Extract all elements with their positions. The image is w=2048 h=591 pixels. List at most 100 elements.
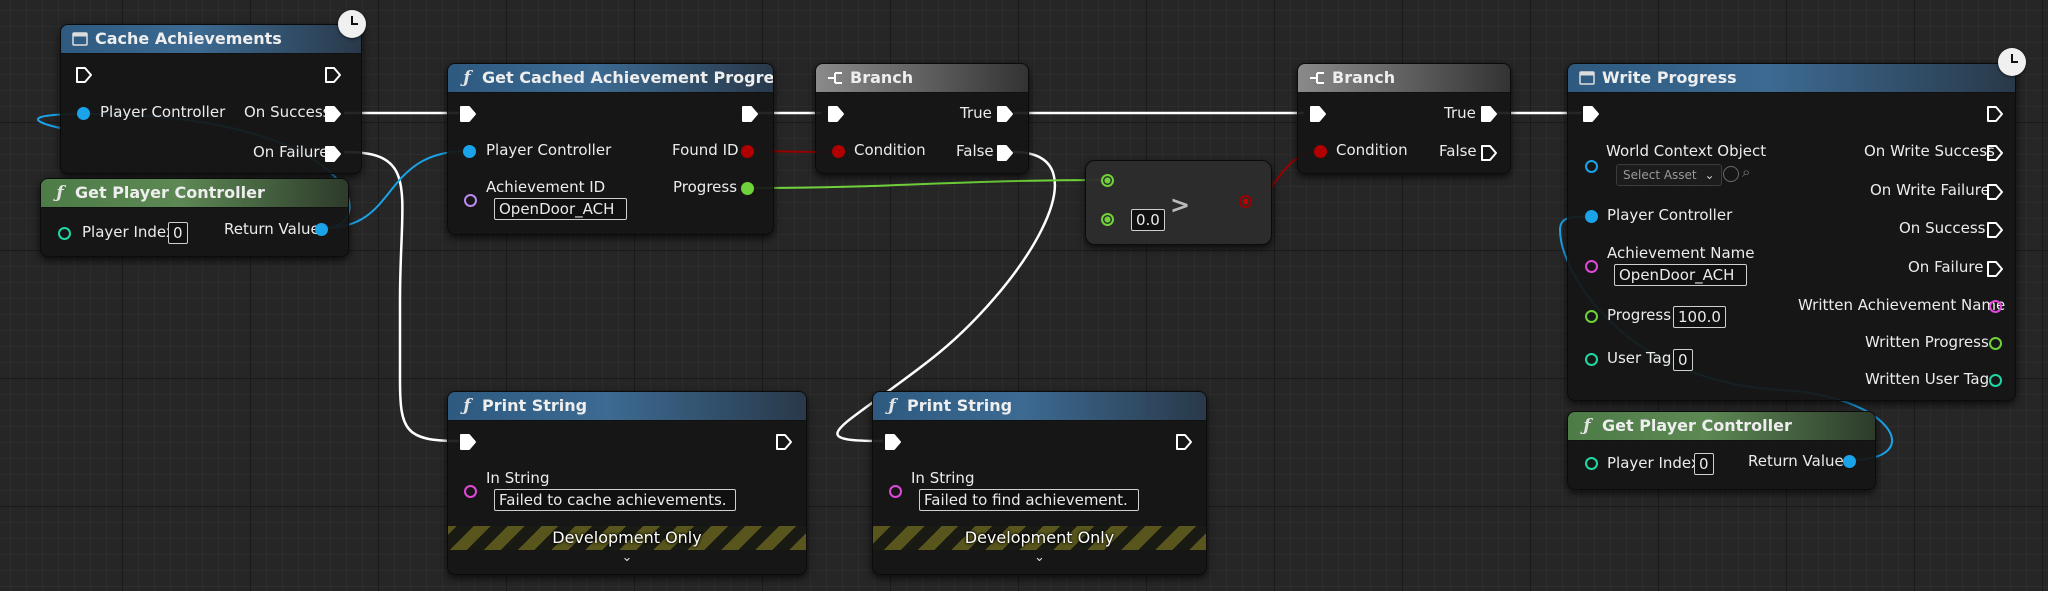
- in-string-pin[interactable]: [889, 485, 902, 498]
- written-achievement-name-pin[interactable]: [1989, 300, 2002, 313]
- exec-out-pin[interactable]: [324, 66, 342, 84]
- browse-asset-icon[interactable]: ⌕: [1742, 163, 1751, 181]
- node-header: ƒ Get Cached Achievement Progress: [448, 64, 773, 93]
- in-string-input[interactable]: Failed to find achievement.: [919, 489, 1139, 511]
- player-controller-pin[interactable]: [463, 145, 476, 158]
- true-exec-pin[interactable]: [996, 105, 1014, 123]
- achievement-id-input[interactable]: OpenDoor_ACH: [494, 198, 627, 220]
- player-controller-pin[interactable]: [1585, 210, 1598, 223]
- on-success-pin[interactable]: [1986, 221, 2004, 239]
- function-icon: ƒ: [463, 396, 471, 416]
- b-input-pin[interactable]: [1101, 213, 1114, 226]
- cache-achievements-node[interactable]: Cache Achievements Player Controller On …: [60, 24, 362, 174]
- on-write-failure-pin[interactable]: [1986, 183, 2004, 201]
- node-title: Get Player Controller: [1602, 416, 1792, 435]
- greater-than-node[interactable]: 0.0 >: [1085, 160, 1272, 245]
- written-progress-label: Written Progress: [1865, 333, 1989, 351]
- float-wire-progress-to-greater: [746, 179, 1109, 189]
- written-progress-pin[interactable]: [1989, 337, 2002, 350]
- node-title: Cache Achievements: [95, 29, 282, 48]
- false-exec-pin[interactable]: [996, 144, 1014, 162]
- found-id-pin[interactable]: [741, 145, 754, 158]
- node-header: ƒ Print String: [448, 392, 806, 421]
- return-value-label: Return Value: [1748, 452, 1844, 470]
- get-player-controller-node[interactable]: ƒ Get Player Controller Player Index 0 R…: [40, 178, 349, 257]
- exec-in-pin[interactable]: [1582, 105, 1600, 123]
- condition-label: Condition: [854, 141, 926, 159]
- false-exec-pin[interactable]: [1480, 144, 1498, 162]
- progress-pin[interactable]: [741, 182, 754, 195]
- return-value-pin[interactable]: [1843, 455, 1856, 468]
- select-asset-dropdown[interactable]: Select Asset ⌄: [1616, 164, 1722, 186]
- development-only-label: Development Only: [552, 528, 702, 547]
- exec-in-pin[interactable]: [827, 105, 845, 123]
- user-tag-input[interactable]: 0: [1673, 349, 1693, 371]
- a-input-pin[interactable]: [1101, 174, 1114, 187]
- written-achievement-name-label: Written Achievement Name: [1798, 296, 2006, 314]
- get-player-controller-node-2[interactable]: ƒ Get Player Controller Player Index 0 R…: [1567, 411, 1876, 490]
- exec-out-pin[interactable]: [1986, 105, 2004, 123]
- exec-in-pin[interactable]: [459, 433, 477, 451]
- player-index-pin[interactable]: [1585, 457, 1598, 470]
- written-user-tag-label: Written User Tag: [1865, 370, 1990, 388]
- node-title: Branch: [1332, 68, 1396, 87]
- false-label: False: [956, 142, 994, 160]
- print-string-node[interactable]: ƒ Print String In String Failed to cache…: [447, 391, 807, 575]
- on-write-success-pin[interactable]: [1986, 144, 2004, 162]
- write-progress-node[interactable]: Write Progress World Context Object Sele…: [1567, 63, 2016, 401]
- on-failure-pin[interactable]: [1986, 260, 2004, 278]
- achievement-id-pin[interactable]: [464, 194, 477, 207]
- on-write-success-label: On Write Success: [1864, 142, 1995, 160]
- achievement-name-label: Achievement Name: [1607, 244, 1755, 262]
- player-controller-pin[interactable]: [77, 107, 90, 120]
- exec-in-pin[interactable]: [884, 433, 902, 451]
- b-value-input[interactable]: 0.0: [1131, 209, 1165, 231]
- progress-pin[interactable]: [1585, 310, 1598, 323]
- use-selected-asset-icon[interactable]: [1723, 166, 1739, 182]
- print-string-node-2[interactable]: ƒ Print String In String Failed to find …: [872, 391, 1207, 575]
- in-string-label: In String: [911, 469, 975, 487]
- on-success-exec-pin[interactable]: [324, 105, 342, 123]
- node-title: Write Progress: [1602, 68, 1737, 87]
- development-only-label: Development Only: [964, 528, 1115, 547]
- on-failure-label: On Failure: [253, 143, 329, 161]
- node-header: Cache Achievements: [61, 25, 361, 54]
- exec-out-pin[interactable]: [741, 105, 759, 123]
- exec-in-pin[interactable]: [75, 66, 93, 84]
- player-index-label: Player Index: [82, 223, 175, 241]
- function-icon: ƒ: [56, 183, 64, 203]
- expand-chevron-icon[interactable]: ⌄: [621, 550, 633, 565]
- in-string-pin[interactable]: [464, 485, 477, 498]
- exec-out-pin[interactable]: [775, 433, 793, 451]
- user-tag-label: User Tag: [1607, 349, 1672, 367]
- on-failure-exec-pin[interactable]: [324, 145, 342, 163]
- node-header: ƒ Get Player Controller: [1568, 412, 1875, 441]
- return-value-pin[interactable]: [315, 223, 328, 236]
- expand-chevron-icon[interactable]: ⌄: [1034, 550, 1045, 565]
- world-context-pin[interactable]: [1585, 160, 1598, 173]
- result-pin[interactable]: [1239, 195, 1252, 208]
- exec-out-pin[interactable]: [1175, 433, 1193, 451]
- on-failure-label: On Failure: [1908, 258, 1984, 276]
- player-index-input[interactable]: 0: [1694, 453, 1714, 475]
- true-exec-pin[interactable]: [1480, 105, 1498, 123]
- condition-pin[interactable]: [1314, 145, 1327, 158]
- achievement-name-input[interactable]: OpenDoor_ACH: [1614, 264, 1747, 286]
- user-tag-pin[interactable]: [1585, 353, 1598, 366]
- node-header: Write Progress: [1568, 64, 2015, 93]
- player-controller-label: Player Controller: [486, 141, 612, 159]
- exec-in-pin[interactable]: [459, 105, 477, 123]
- written-user-tag-pin[interactable]: [1989, 374, 2002, 387]
- achievement-name-pin[interactable]: [1585, 260, 1598, 273]
- in-string-input[interactable]: Failed to cache achievements.: [494, 489, 736, 511]
- branch-node[interactable]: Branch Condition True False: [815, 63, 1029, 174]
- node-header: ƒ Print String: [873, 392, 1206, 421]
- progress-input[interactable]: 100.0: [1673, 306, 1726, 328]
- get-cached-achievement-progress-node[interactable]: ƒ Get Cached Achievement Progress Player…: [447, 63, 774, 235]
- player-index-input[interactable]: 0: [168, 222, 188, 244]
- player-index-pin[interactable]: [58, 227, 71, 240]
- false-label: False: [1439, 142, 1477, 160]
- branch-node-2[interactable]: Branch Condition True False: [1297, 63, 1511, 174]
- exec-in-pin[interactable]: [1309, 105, 1327, 123]
- condition-pin[interactable]: [832, 145, 845, 158]
